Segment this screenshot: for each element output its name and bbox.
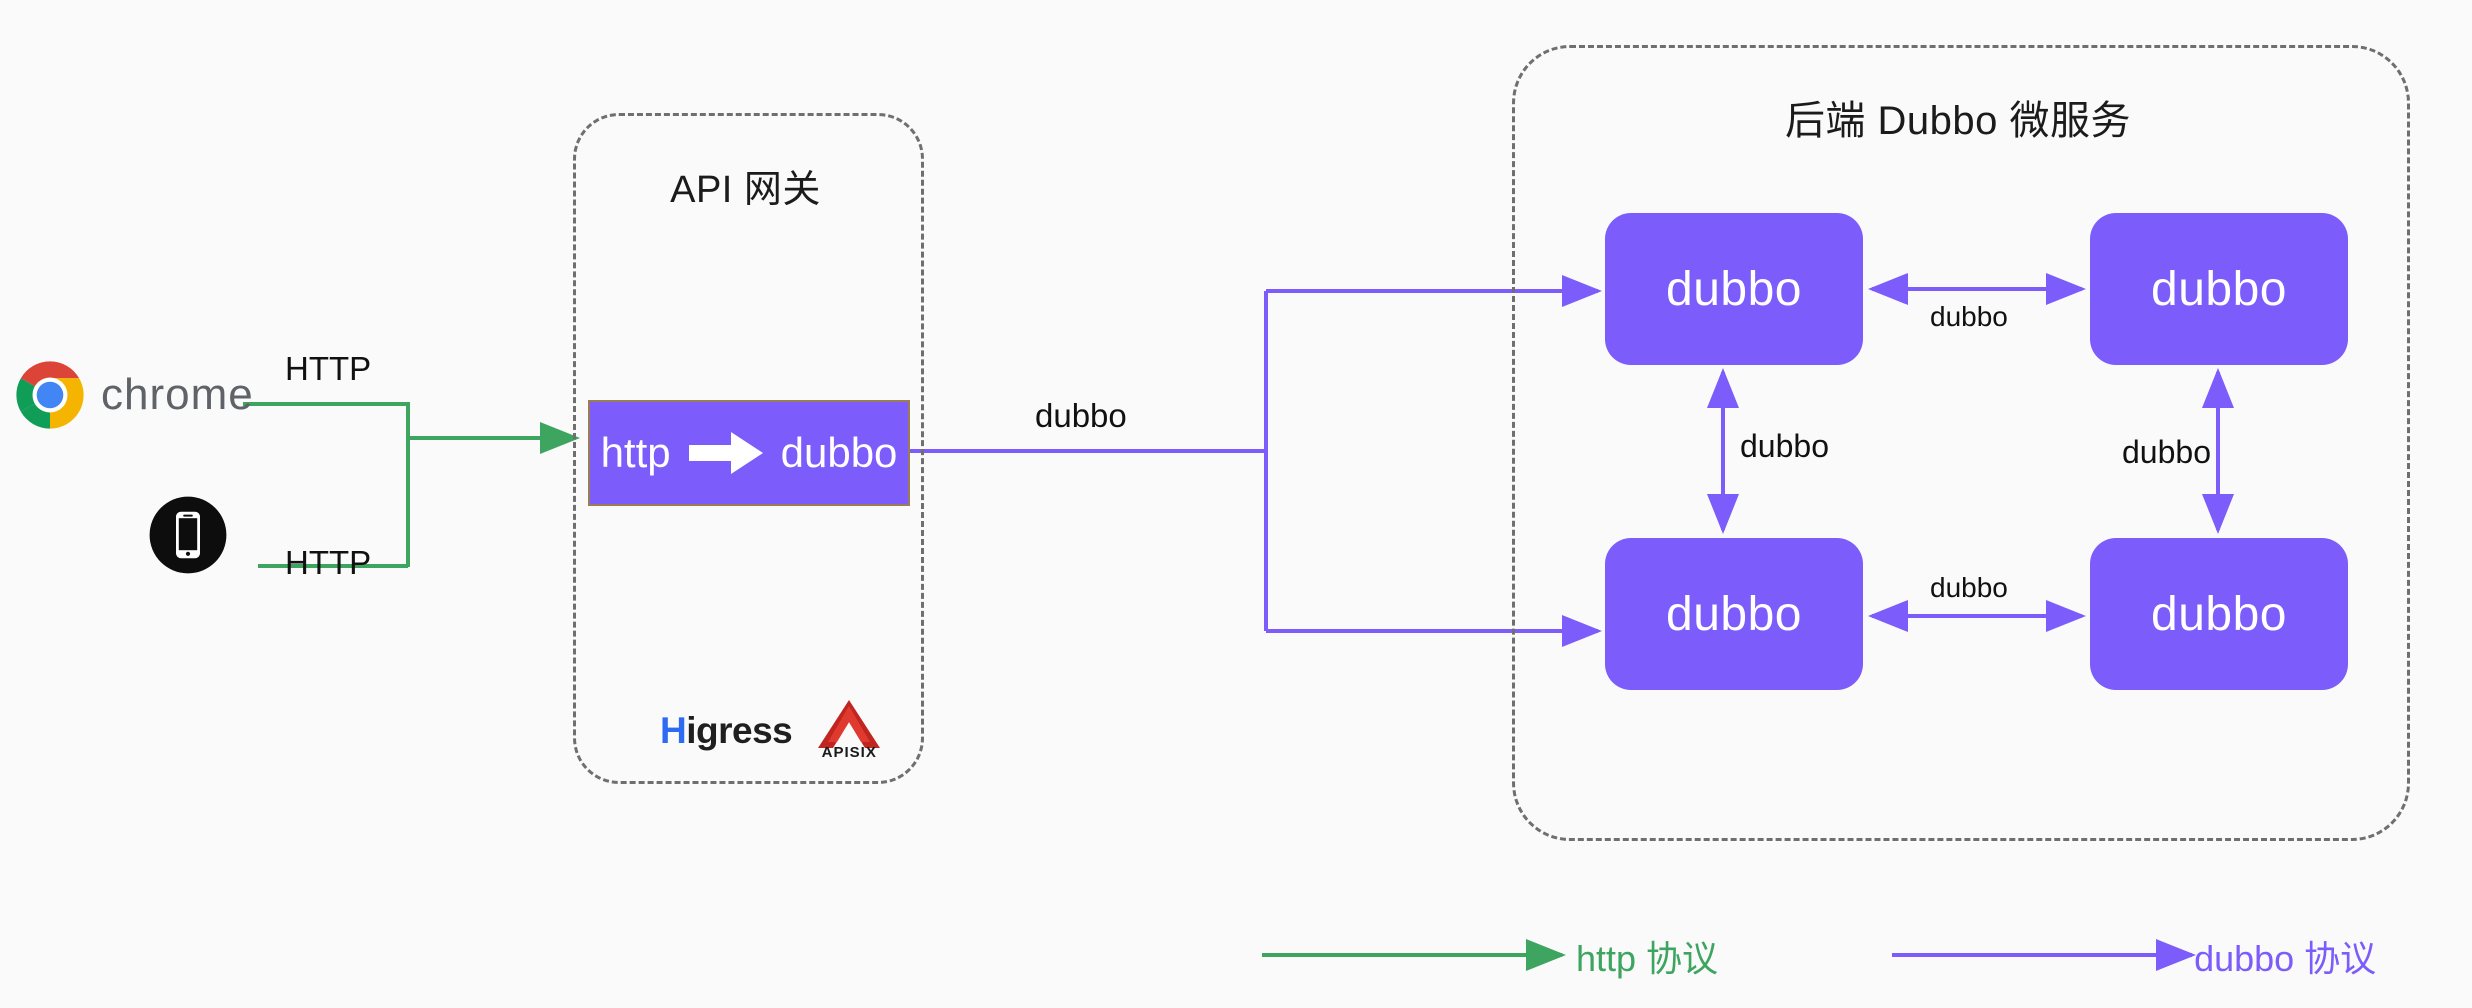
edge-label-dubbo-bottom-horizontal: dubbo (1930, 572, 2008, 603)
chrome-logo-icon (15, 360, 85, 430)
edge-label-dubbo-top-horizontal: dubbo (1930, 301, 2008, 332)
apisix-wordmark: APISIX (821, 744, 877, 761)
legend-item-dubbo: dubbo 协议 (1858, 930, 2376, 982)
dubbo-node-bottom-right[interactable]: dubbo (2090, 538, 2348, 690)
edge-http-chrome (243, 402, 410, 567)
client-chrome: chrome (15, 360, 254, 430)
edge-label-dubbo-right-vertical: dubbo (2122, 434, 2211, 470)
backend-dubbo-group (1512, 45, 2410, 841)
apisix-mark-icon (818, 700, 881, 748)
dubbo-node-top-right[interactable]: dubbo (2090, 213, 2348, 365)
legend: http 协议 dubbo 协议 (1240, 930, 2376, 982)
dubbo-node-top-left[interactable]: dubbo (1605, 213, 1863, 365)
dubbo-node-bottom-left[interactable]: dubbo (1605, 538, 1863, 690)
legend-label-dubbo: dubbo 协议 (2194, 938, 2377, 979)
edge-label-http-top: HTTP (285, 350, 372, 387)
apisix-logo: APISIX (818, 700, 881, 761)
edge-dubbo-gateway-bus (908, 291, 1268, 631)
right-arrow-icon (688, 432, 763, 474)
api-gateway-group (573, 113, 924, 784)
api-gateway-title: API 网关 (670, 169, 821, 211)
edge-label-dubbo-main: dubbo (1035, 397, 1127, 434)
backend-dubbo-title: 后端 Dubbo 微服务 (1784, 99, 2132, 143)
mobile-phone-icon (148, 496, 228, 579)
client-mobile (148, 495, 228, 580)
legend-item-http: http 协议 (1240, 930, 1718, 982)
higress-logo-lead: H (660, 709, 687, 751)
edge-label-http-bottom: HTTP (285, 544, 372, 581)
converter-from-label: http (600, 429, 671, 476)
chrome-label: chrome (101, 370, 254, 419)
edge-label-dubbo-left-vertical: dubbo (1740, 428, 1829, 464)
http-to-dubbo-converter[interactable]: http dubbo (588, 400, 910, 506)
legend-label-http: http 协议 (1576, 938, 1719, 979)
higress-logo-rest: igress (686, 709, 793, 751)
converter-to-label: dubbo (780, 429, 898, 476)
